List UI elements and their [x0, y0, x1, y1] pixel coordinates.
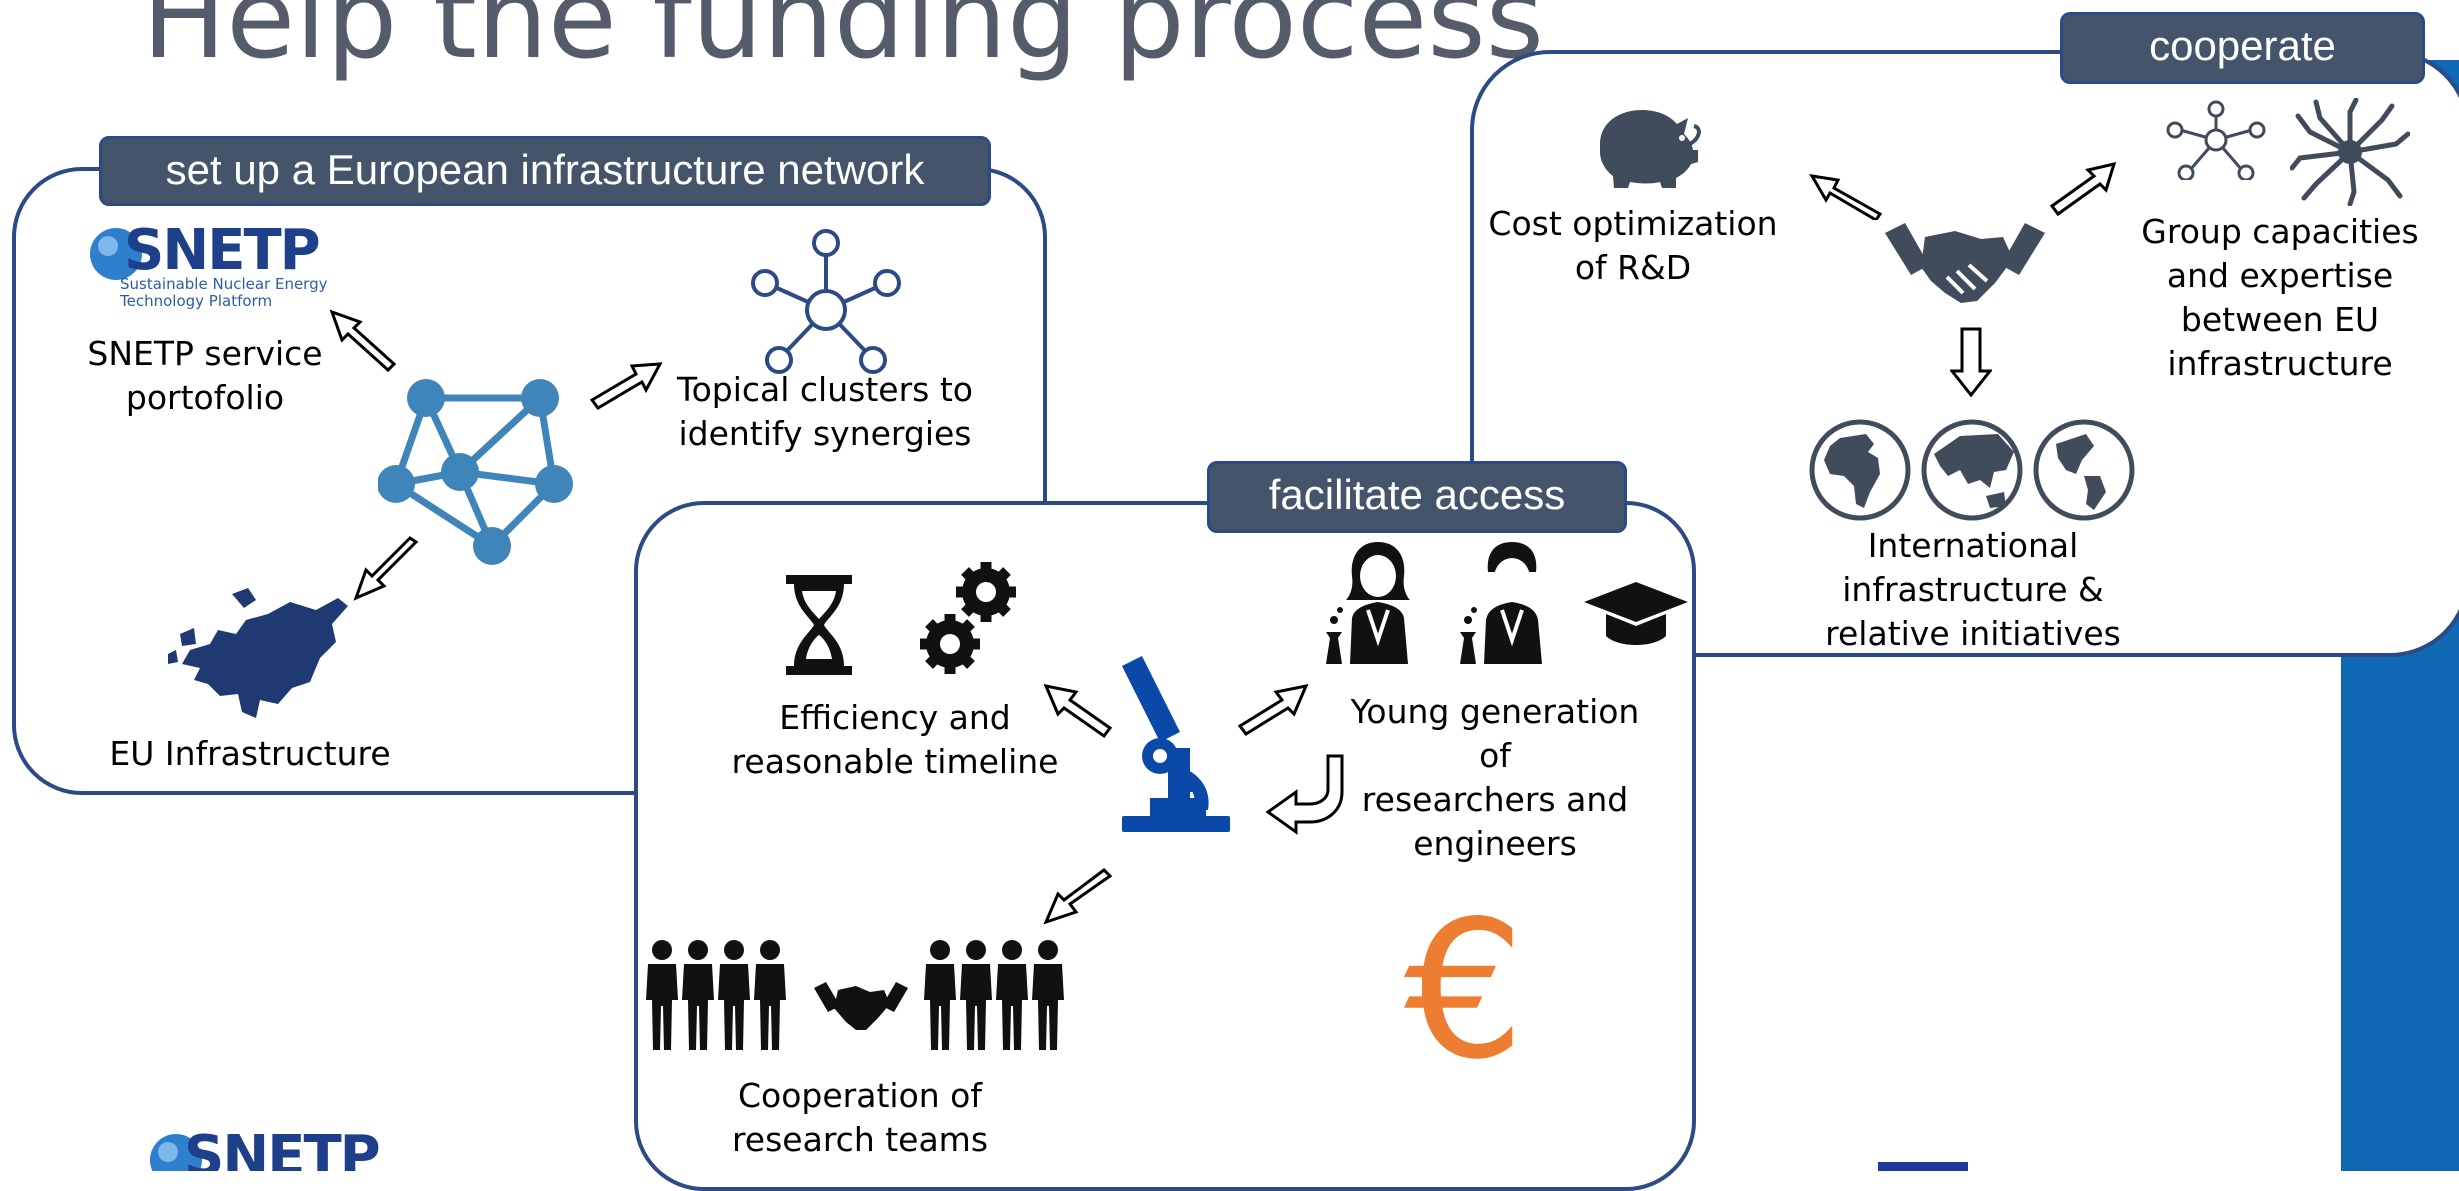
cooperate-tab: cooperate	[2060, 12, 2425, 84]
piggy-bank-icon	[1600, 110, 1701, 188]
snetp-logo: SNETP Sustainable Nuclear Energy Technol…	[70, 218, 350, 318]
snetp-logo-text: SNETP	[124, 218, 321, 283]
microscope-icon	[1122, 656, 1230, 832]
topical-clusters-label: Topical clusters to identify synergies	[677, 370, 973, 453]
arrow-icon	[1950, 327, 1992, 397]
network-tab: set up a European infrastructure network	[99, 136, 991, 206]
arrow-icon	[1043, 683, 1113, 739]
arrow-icon	[1237, 683, 1309, 736]
handshake-icon	[1885, 223, 2045, 303]
graduation-cap-icon	[1584, 582, 1688, 645]
eu-infrastructure-label: EU Infrastructure	[109, 734, 391, 773]
arrow-icon	[353, 536, 419, 601]
cluster-hub-icon	[751, 229, 901, 374]
arrow-icon	[2049, 161, 2117, 217]
euro-icon: €	[1404, 880, 1525, 1101]
page-title: Help the funding process	[142, 0, 1545, 84]
male-scientist-icon	[1460, 542, 1542, 664]
u-turn-arrow-icon	[1265, 754, 1344, 835]
network-hub-icon	[2166, 100, 2266, 180]
snetp-logo-subtitle: Sustainable Nuclear Energy Technology Pl…	[120, 275, 328, 310]
gears-icon	[920, 562, 1016, 674]
hands-together-icon	[2290, 98, 2410, 206]
cooperation-label: Cooperation of research teams	[731, 1076, 989, 1159]
globe-icon	[2033, 419, 2135, 521]
globe-icon	[1921, 419, 2023, 521]
footer-logo-text: SNETP	[184, 1124, 381, 1172]
globe-icon	[1809, 419, 1911, 521]
access-tab: facilitate access	[1207, 461, 1627, 533]
arrow-icon	[589, 362, 663, 410]
young-generation-label: Young generation of researchers and engi…	[1350, 692, 1640, 863]
arrow-icon	[329, 309, 397, 373]
hourglass-icon	[786, 575, 852, 675]
snetp-service-label: SNETP service portofolio	[87, 334, 323, 417]
arrow-icon	[1043, 868, 1113, 925]
europe-map-icon	[168, 588, 348, 718]
arrow-icon	[1809, 174, 1883, 220]
cost-optimization-label: Cost optimization of R&D	[1488, 204, 1778, 287]
international-infrastructure-label: International infrastructure & relative …	[1825, 526, 2121, 653]
footer-snetp-logo: SNETP	[136, 1124, 396, 1171]
group-capacities-label: Group capacities and expertise between E…	[2141, 212, 2419, 383]
team-handshake-icon	[646, 940, 1064, 1050]
female-scientist-icon	[1326, 542, 1410, 664]
footer-flag-mark	[1878, 1162, 1968, 1171]
efficiency-label: Efficiency and reasonable timeline	[731, 698, 1059, 781]
network-graph-icon	[378, 379, 573, 565]
